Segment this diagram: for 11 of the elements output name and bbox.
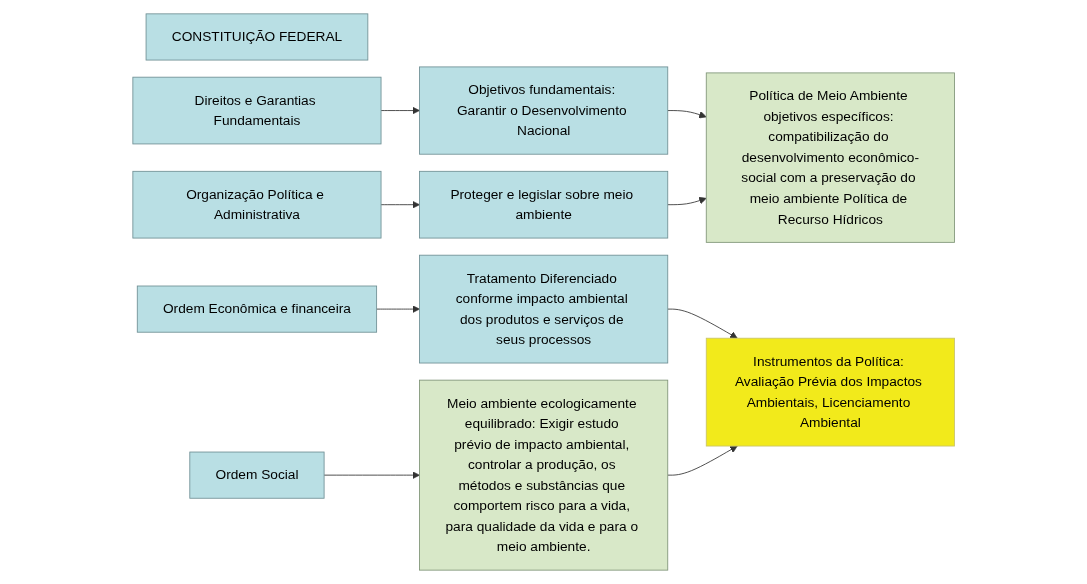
- node-box: Objetivos fundamentais: Garantir o Desenvolvimento Nacional: [418, 66, 669, 155]
- node-box: Tratamento Diferenciado conforme impacto ambiental dos produtos e serviços de seus processos: [418, 254, 669, 364]
- node-box: CONSTITUIÇÃO FEDERAL: [145, 13, 369, 61]
- node-box: Direitos e Garantias Fundamentais: [132, 76, 382, 145]
- node-box: Organização Política e Administrativa: [132, 170, 382, 239]
- node-box: Ordem Econômica e financeira: [136, 285, 377, 333]
- node-box: Ordem Social: [189, 451, 325, 499]
- node-box: Proteger e legislar sobre meio ambiente: [418, 170, 669, 239]
- node-box: Instrumentos da Política: Avaliação Prévia dos Impactos Ambientais, Licenciamento Ambiental: [705, 337, 955, 447]
- node-box: Meio ambiente ecologicamente equilibrado: Exigir estudo prévio de impacto ambiental, controlar a produção, os métodos e substâncias que comportem risco para a vida, para qualidade da vida e para o meio ambiente.: [418, 379, 669, 571]
- node-box: Política de Meio Ambiente objetivos específicos: compatibilização do desenvolvimento econômico-social com a preservação do meio ambiente Política de Recurso Hídricos: [705, 72, 955, 243]
